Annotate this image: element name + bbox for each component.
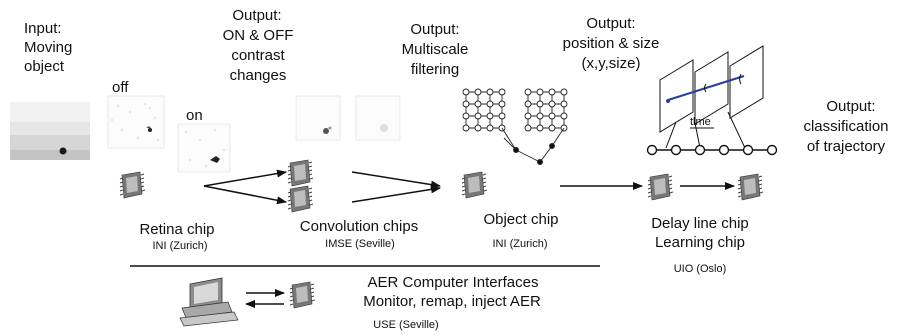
learning-chip-icon: [737, 173, 764, 201]
convolution-output-panel-1: [295, 95, 341, 141]
convergence-node: [537, 159, 543, 165]
delay-line-chip-icon: [647, 173, 674, 201]
convolution-chips-label: Convolution chips: [299, 218, 419, 235]
retina-chip-icon: [119, 171, 146, 199]
delay-output-line2: classification: [803, 118, 889, 135]
retina-chip-lab: INI (Zurich): [152, 240, 208, 252]
grid-node: [536, 112, 544, 120]
grid-node: [548, 88, 556, 96]
object-output-line3: (x,y,size): [581, 55, 641, 72]
on-events-panel: [177, 123, 231, 173]
time-label: time: [690, 116, 711, 128]
on-label: on: [186, 107, 203, 124]
aer-interfaces-subtitle: Monitor, remap, inject AER: [363, 293, 541, 310]
retina-output-line4: changes: [229, 67, 287, 84]
object-output-line2: position & size: [562, 35, 660, 52]
aer-interface-chip-icon: [289, 281, 316, 309]
aer-interfaces-lab: USE (Seville): [373, 319, 439, 331]
grid-node: [486, 124, 494, 132]
grid-node: [536, 88, 544, 96]
input-desc-line1: Moving: [24, 39, 73, 56]
delay-node: [670, 144, 682, 156]
off-label: off: [112, 79, 129, 96]
grid-node: [524, 124, 532, 132]
convergence-node: [549, 143, 555, 149]
grid-node: [548, 112, 556, 120]
retina-chip-label: Retina chip: [139, 221, 215, 238]
delay-line-chip-label: Delay line chip: [651, 215, 749, 232]
grid-node: [486, 100, 494, 108]
convergence-edge: [515, 149, 541, 163]
aer-interfaces-title: AER Computer Interfaces: [367, 274, 539, 291]
grid-node: [498, 88, 506, 96]
grid-node: [462, 100, 470, 108]
grid-node: [474, 88, 482, 96]
grid-node: [536, 100, 544, 108]
convolution-chips-lab: IMSE (Seville): [325, 238, 395, 250]
grid-node: [560, 88, 568, 96]
grid-node: [498, 112, 506, 120]
convolution-chip-icon-2: [287, 185, 314, 213]
delay-node: [694, 144, 706, 156]
learning-chip-label: Learning chip: [654, 234, 746, 251]
grid-node: [560, 112, 568, 120]
grid-node: [524, 88, 532, 96]
delay-line-graphic: [646, 144, 778, 156]
grid-node: [462, 124, 470, 132]
object-chip-icon: [461, 171, 488, 199]
delay-node: [742, 144, 754, 156]
grid-node: [486, 88, 494, 96]
delay-node: [718, 144, 730, 156]
grid-node: [474, 100, 482, 108]
input-label: Input:: [24, 20, 62, 37]
computer-icon: [179, 277, 239, 327]
grid-node: [474, 124, 482, 132]
delay-node: [646, 144, 658, 156]
multiscale-grid-graphic: [462, 88, 568, 165]
convergence-edge: [539, 145, 553, 163]
grid-node: [462, 88, 470, 96]
object-chip-label: Object chip: [483, 211, 559, 228]
grid-node: [548, 100, 556, 108]
convergence-node: [513, 147, 519, 153]
grid-node: [560, 100, 568, 108]
grid-node: [536, 124, 544, 132]
delay-output-line1: Output:: [826, 98, 876, 115]
delay-output-line3: of trajectory: [806, 138, 886, 155]
off-events-panel: [107, 95, 165, 149]
input-desc-line2: object: [24, 58, 65, 75]
grid-node: [474, 112, 482, 120]
input-image: [10, 102, 90, 160]
grid-node: [524, 112, 532, 120]
retina-output-line1: Output:: [232, 7, 282, 24]
conv-output-line2: Multiscale: [401, 41, 469, 58]
convolution-output-panel-2: [355, 95, 401, 141]
grid-node: [498, 100, 506, 108]
grid-node: [462, 112, 470, 120]
trajectory-frames-graphic: [659, 45, 764, 149]
convolution-chip-icon-1: [287, 159, 314, 187]
conv-output-line3: filtering: [410, 61, 460, 78]
grid-node: [524, 100, 532, 108]
grid-node: [486, 112, 494, 120]
convergence-edge: [501, 127, 517, 151]
flow-arrows: [203, 169, 735, 308]
delay-node: [766, 144, 778, 156]
retina-output-line2: ON & OFF: [222, 27, 294, 44]
retina-output-line3: contrast: [231, 47, 285, 64]
object-chip-lab: INI (Zurich): [492, 238, 548, 250]
delay-line-chip-lab: UIO (Oslo): [673, 263, 727, 275]
conv-output-line1: Output:: [410, 21, 460, 38]
convergence-edge: [551, 127, 565, 147]
grid-node: [548, 124, 556, 132]
object-output-line1: Output:: [586, 15, 636, 32]
